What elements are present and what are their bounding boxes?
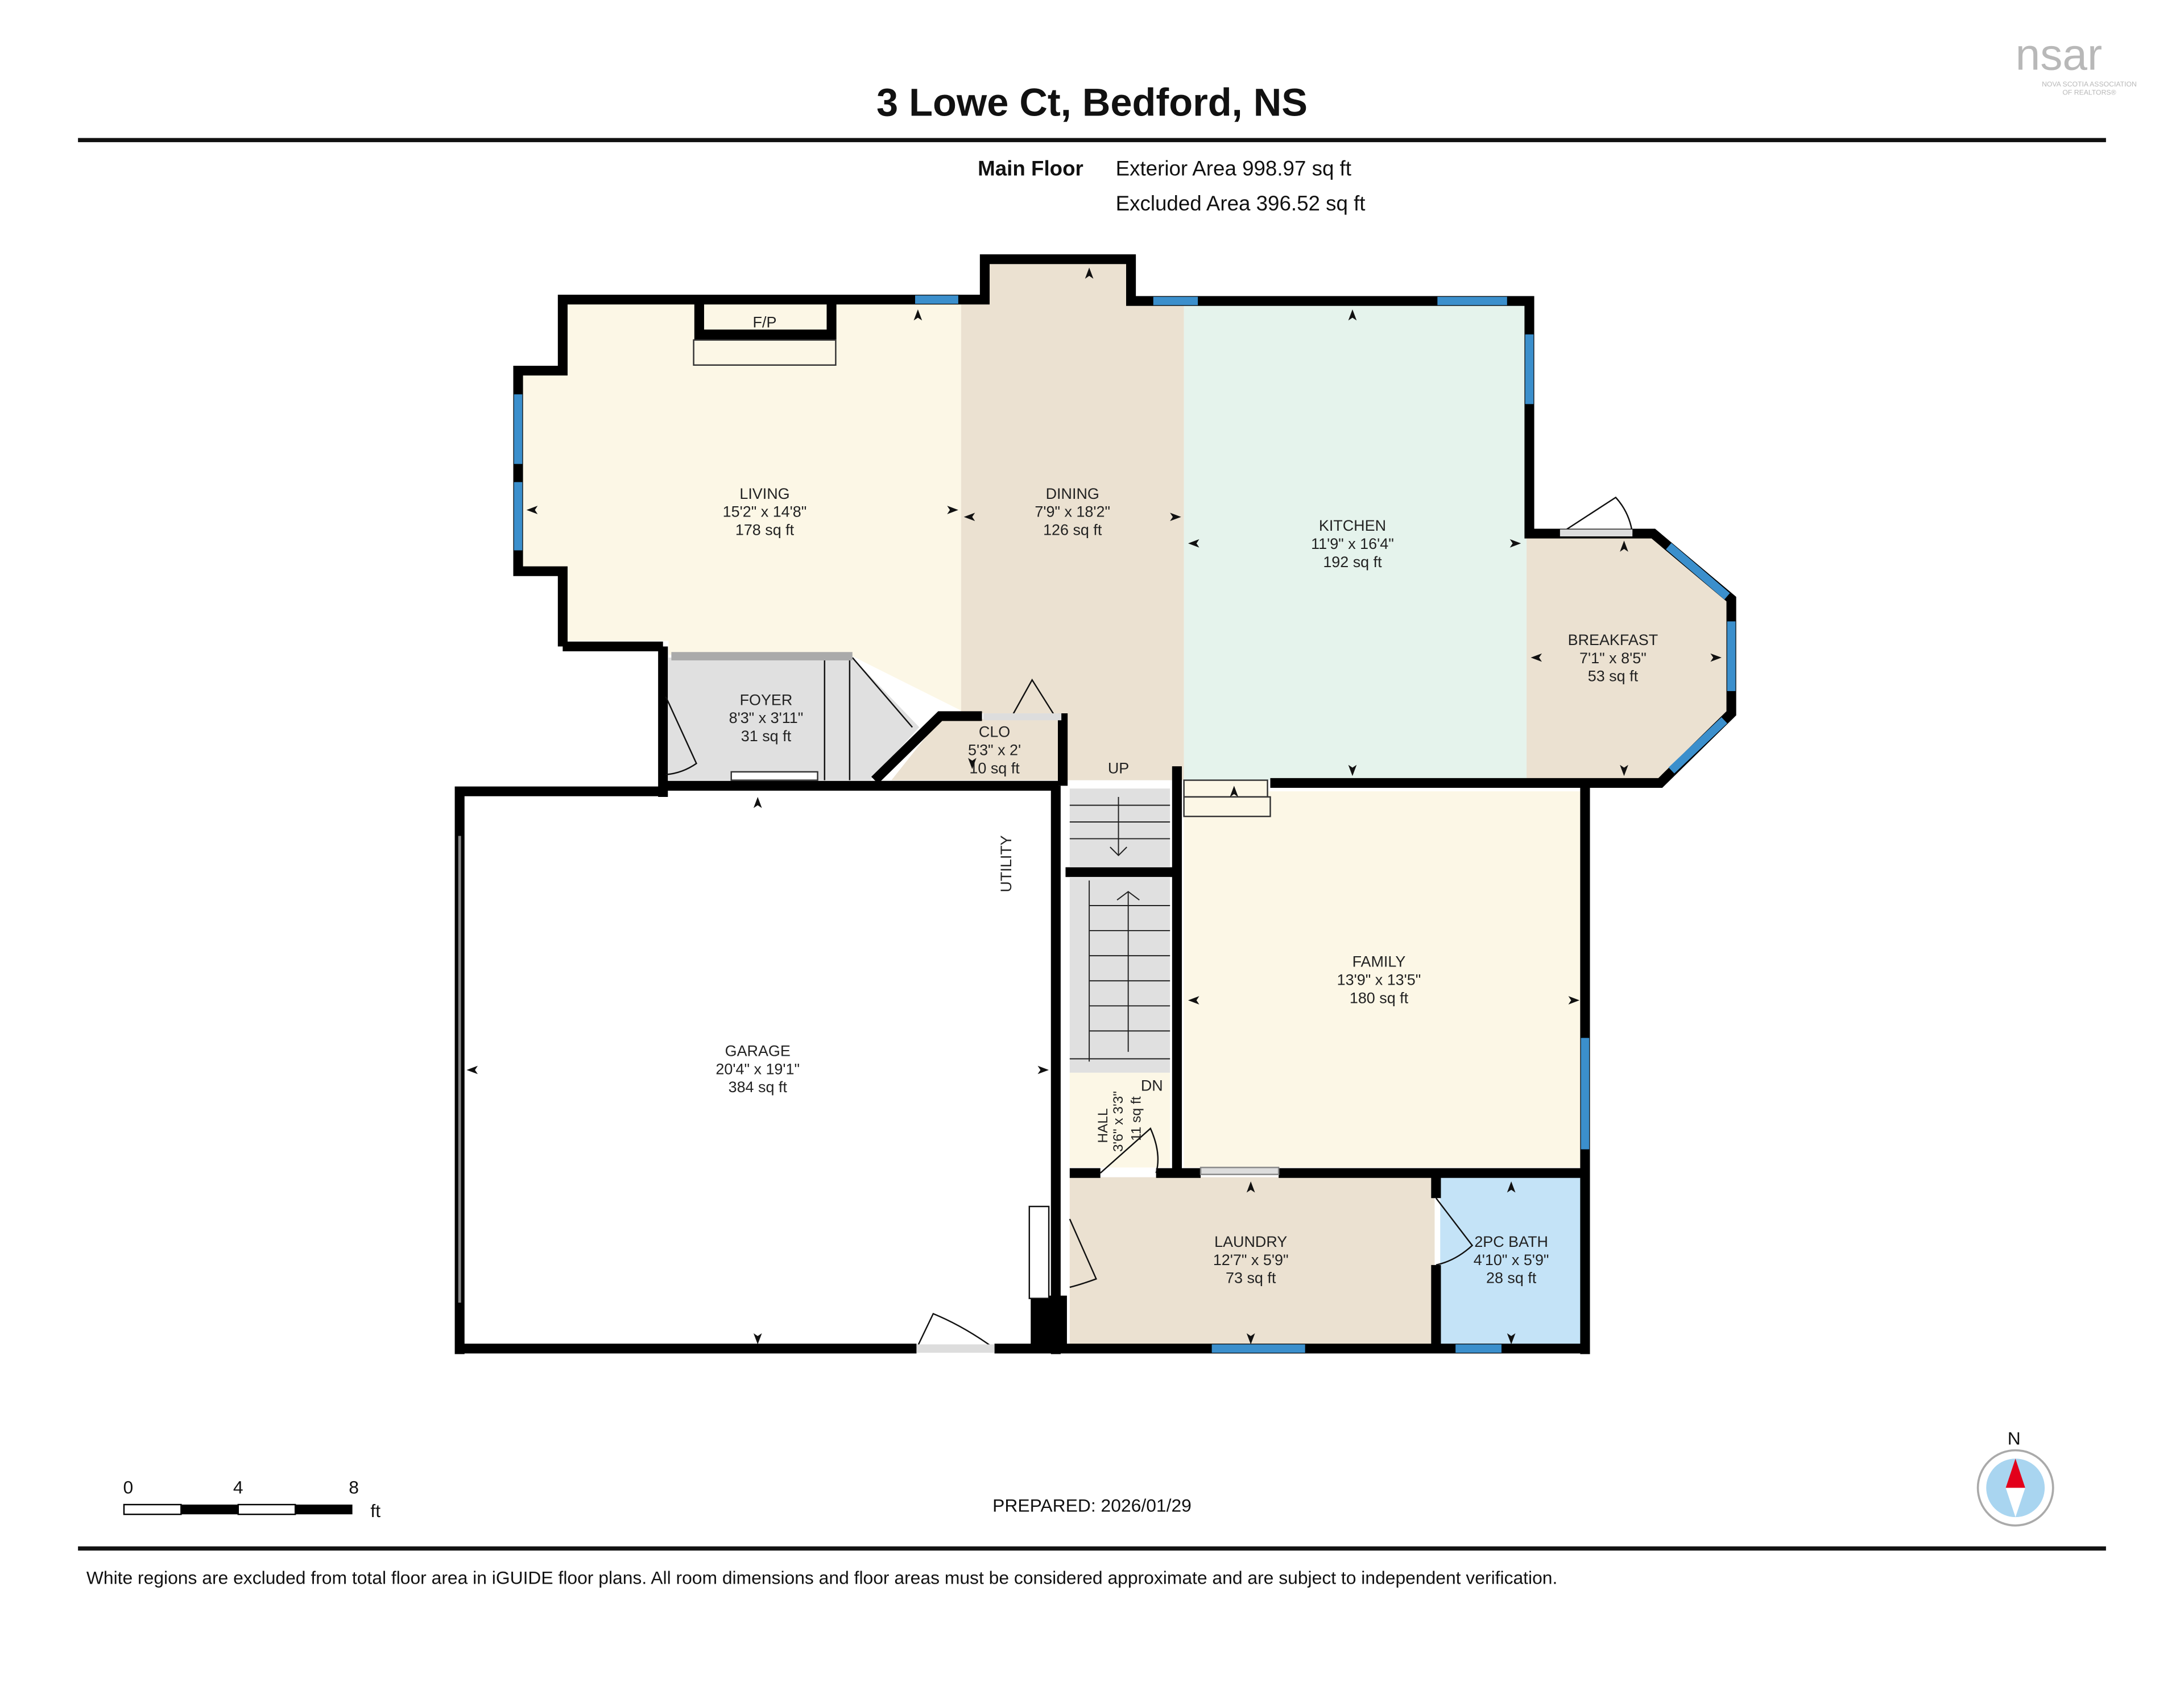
foyer-closet-door	[851, 657, 913, 728]
room-name: KITCHEN	[1319, 517, 1386, 534]
room-dining: DINING 7'9" x 18'2" 126 sq ft	[1035, 485, 1110, 539]
room-name: FOYER	[740, 691, 793, 708]
room-family: FAMILY 13'9" x 13'5" 180 sq ft	[1337, 953, 1421, 1007]
room-area: 73 sq ft	[1226, 1270, 1276, 1287]
utility-label: UTILITY	[998, 835, 1015, 892]
room-name: GARAGE	[725, 1042, 791, 1059]
room-area: 10 sq ft	[969, 759, 1020, 776]
room-dims: 7'9" x 18'2"	[1035, 503, 1110, 520]
room-dims: 5'3" x 2'	[968, 741, 1021, 758]
scale-label-0: 0	[123, 1477, 133, 1497]
room-name: LIVING	[739, 485, 789, 502]
room-dims: 13'9" x 13'5"	[1337, 972, 1421, 989]
doors	[458, 496, 1633, 1353]
room-laundry-fill	[1069, 1177, 1435, 1345]
room-name: BREAKFAST	[1568, 631, 1658, 648]
room-dims: 3'6" x 3'3"	[1111, 1091, 1126, 1152]
room-kitchen: KITCHEN 11'9" x 16'4" 192 sq ft	[1311, 517, 1394, 571]
logo-text: nsar	[2016, 30, 2102, 80]
scale-label-4: 4	[233, 1477, 243, 1497]
room-dims: 11'9" x 16'4"	[1311, 535, 1394, 552]
room-foyer-fill	[668, 658, 920, 780]
page-title: 3 Lowe Ct, Bedford, NS	[876, 80, 1308, 124]
room-living: LIVING 15'2" x 14'8" 178 sq ft	[723, 485, 807, 539]
stair-main-fill	[1069, 878, 1170, 1073]
hearth	[693, 339, 837, 366]
room-living-fill	[522, 304, 961, 711]
stairs-down-label: DN	[1141, 1077, 1163, 1094]
windows	[514, 295, 1736, 1353]
wall-block	[1031, 1295, 1067, 1352]
fireplace-label: F/P	[753, 314, 777, 331]
room-area: 178 sq ft	[735, 522, 795, 539]
room-breakfast-fill	[1527, 536, 1727, 780]
room-name: HALL	[1095, 1108, 1111, 1143]
room-area: 180 sq ft	[1350, 989, 1409, 1006]
room-name: CLO	[979, 724, 1010, 741]
room-kitchen-fill	[1184, 304, 1527, 780]
room-dining-fill	[961, 262, 1184, 780]
room-name: LAUNDRY	[1214, 1233, 1287, 1250]
room-area: 126 sq ft	[1043, 522, 1102, 539]
scale-unit: ft	[370, 1501, 380, 1521]
stair-treads	[1069, 796, 1170, 1062]
room-name: FAMILY	[1352, 953, 1406, 970]
stairs-up-label: UP	[1108, 759, 1129, 776]
garage-door	[916, 1312, 995, 1349]
room-laundry: LAUNDRY 12'7" x 5'9" 73 sq ft	[1213, 1233, 1289, 1287]
foyer-door	[665, 696, 698, 775]
room-foyer: FOYER 8'3" x 3'11" 31 sq ft	[729, 691, 804, 745]
room-dims: 12'7" x 5'9"	[1213, 1251, 1289, 1268]
header-divider	[78, 138, 2106, 142]
room-garage: GARAGE 20'4" x 19'1" 384 sq ft	[715, 1042, 800, 1096]
dimension-arrows	[466, 267, 1722, 1345]
room-bath: 2PC BATH 4'10" x 5'9" 28 sq ft	[1474, 1233, 1549, 1287]
room-dims: 8'3" x 3'11"	[729, 709, 804, 726]
breakfast-door	[1560, 496, 1633, 535]
nsar-logo: nsar NOVA SCOTIA ASSOCIATION OF REALTORS…	[2016, 30, 2137, 97]
room-area: 384 sq ft	[729, 1079, 788, 1096]
room-family-fill	[1184, 791, 1584, 1168]
room-dims: 4'10" x 5'9"	[1474, 1251, 1549, 1268]
room-bath-fill	[1440, 1177, 1583, 1345]
room-hall: HALL 3'6" x 3'3" 11 sq ft	[1095, 1091, 1144, 1152]
hall-door	[1099, 1127, 1159, 1174]
scale-label-8: 8	[349, 1477, 359, 1497]
disclaimer-text: White regions are excluded from total fl…	[86, 1568, 1558, 1588]
logo-subtitle-2: OF REALTORS®	[2062, 89, 2116, 97]
clo-door	[1010, 678, 1057, 718]
room-clo-fill	[891, 718, 1063, 780]
compass-north-label: N	[2008, 1428, 2021, 1449]
compass-icon: N	[1976, 1428, 2054, 1527]
bath-door	[1435, 1197, 1474, 1266]
room-name: DINING	[1046, 485, 1099, 502]
laundry-door	[1069, 1218, 1097, 1288]
room-hall-fill	[1069, 1072, 1170, 1168]
scale-bar: 0 4 8 ft	[123, 1477, 380, 1521]
room-dims: 15'2" x 14'8"	[723, 503, 807, 520]
room-dims: 20'4" x 19'1"	[715, 1060, 800, 1077]
room-area: 53 sq ft	[1588, 668, 1639, 685]
room-clo: CLO 5'3" x 2' 10 sq ft	[968, 724, 1021, 777]
exterior-area: Exterior Area 998.97 sq ft	[1116, 157, 1351, 180]
room-breakfast: BREAKFAST 7'1" x 8'5" 53 sq ft	[1568, 631, 1658, 685]
floor-name: Main Floor	[978, 157, 1083, 180]
footer-divider	[78, 1546, 2106, 1551]
room-area: 11 sq ft	[1129, 1096, 1144, 1141]
logo-subtitle-1: NOVA SCOTIA ASSOCIATION	[2042, 80, 2137, 88]
room-dims: 7'1" x 8'5"	[1579, 650, 1647, 667]
prepared-date: PREPARED: 2026/01/29	[992, 1495, 1192, 1515]
room-name: 2PC BATH	[1474, 1233, 1548, 1250]
excluded-area: Excluded Area 396.52 sq ft	[1116, 192, 1366, 215]
stair-up-fill	[1069, 788, 1170, 867]
room-area: 192 sq ft	[1323, 553, 1382, 571]
room-area: 31 sq ft	[741, 728, 792, 745]
room-fills	[522, 262, 1727, 1345]
room-area: 28 sq ft	[1486, 1270, 1537, 1287]
